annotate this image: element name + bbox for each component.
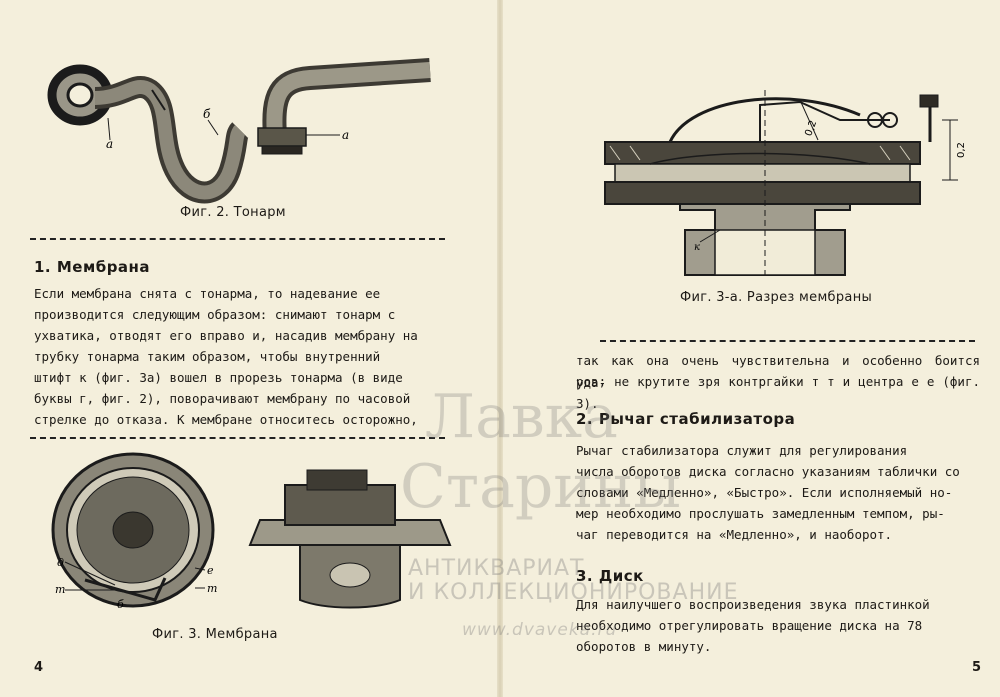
section3-line-3: оборотов в минуту. (576, 639, 712, 654)
divider-mid-left (30, 437, 445, 439)
divider-top-left (30, 238, 445, 240)
section3-line-2: необходимо отрегулировать вращение диска… (576, 618, 923, 633)
section1-line-5: штифт к (фиг. 3а) вошел в прорезь тонарм… (34, 370, 403, 385)
section1-line-2: производится следующим образом: снимают … (34, 307, 396, 322)
section3-heading: 3. Диск (576, 567, 644, 585)
fig3-label-m1: т (55, 583, 65, 596)
fig3-caption: Фиг. 3. Мембрана (152, 627, 278, 642)
fig2-label-a2: a (342, 128, 349, 142)
continuation-line-2: ров; не крутите зря контргайки т т и цен… (576, 374, 980, 411)
section3-line-1: Для наилучшего воспроизведения звука пла… (576, 597, 930, 612)
fig3a-label-k: к (694, 242, 700, 253)
fig3a-cross-section-drawing: к 0,2 0,2 (604, 90, 967, 280)
section1-line-1: Если мембрана снята с тонарма, то надева… (34, 286, 381, 301)
section2-line-4: мер необходимо прослушать замедленным те… (576, 506, 945, 521)
fig3a-label-02-outer: 0,2 (956, 142, 967, 158)
section1-heading: 1. Мембрана (34, 258, 151, 276)
fig2-label-a1: a (106, 137, 113, 151)
continuation-line-1: так как она очень чувствительна и особен… (576, 353, 980, 390)
section2-line-2: числа оборотов диска согласно указаниям … (576, 464, 960, 479)
book-gutter (497, 0, 503, 697)
section1-line-3: ухватика, отводят его вправо и, насадив … (34, 328, 418, 343)
fig3-label-e: е (207, 564, 214, 577)
section1-line-4: трубку тонарма таким образом, чтобы внут… (34, 349, 381, 364)
section2-line-1: Рычаг стабилизатора служит для регулиров… (576, 443, 908, 458)
fig3-label-b: б (117, 598, 124, 611)
fig3a-caption: Фиг. 3-а. Разрез мембраны (680, 290, 873, 305)
fig2-tonearm-illustration: a б a (47, 58, 431, 204)
section2-line-5: чаг переводится на «Медленно», и наоборо… (576, 527, 893, 542)
section1-line-7: стрелке до отказа. К мембране относитесь… (34, 412, 418, 427)
section1-line-6: буквы г, фиг. 2), поворачивают мембрану … (34, 391, 411, 406)
fig3-membrane-illustration: д т б е т (51, 452, 452, 611)
section2-heading: 2. Рычаг стабилизатора (576, 410, 796, 428)
right-page: к 0,2 0,2 Фиг. 3-а. Разрез мембраны так … (500, 0, 1000, 697)
fig3-label-d: д (57, 556, 64, 569)
fig3-label-m2: т (207, 582, 217, 595)
fig2-label-b: б (203, 107, 211, 121)
left-page: a б a Фиг. 2. Тонарм 1. Мембрана Если ме… (30, 58, 452, 675)
section2-line-3: словами «Медленно», «Быстро». Если испол… (576, 485, 953, 500)
fig2-caption: Фиг. 2. Тонарм (180, 205, 286, 220)
fig3a-label-02-inner: 0,2 (803, 119, 819, 138)
right-page-number: 5 (972, 660, 982, 675)
left-page-number: 4 (34, 660, 44, 675)
divider-top-right (600, 340, 975, 342)
